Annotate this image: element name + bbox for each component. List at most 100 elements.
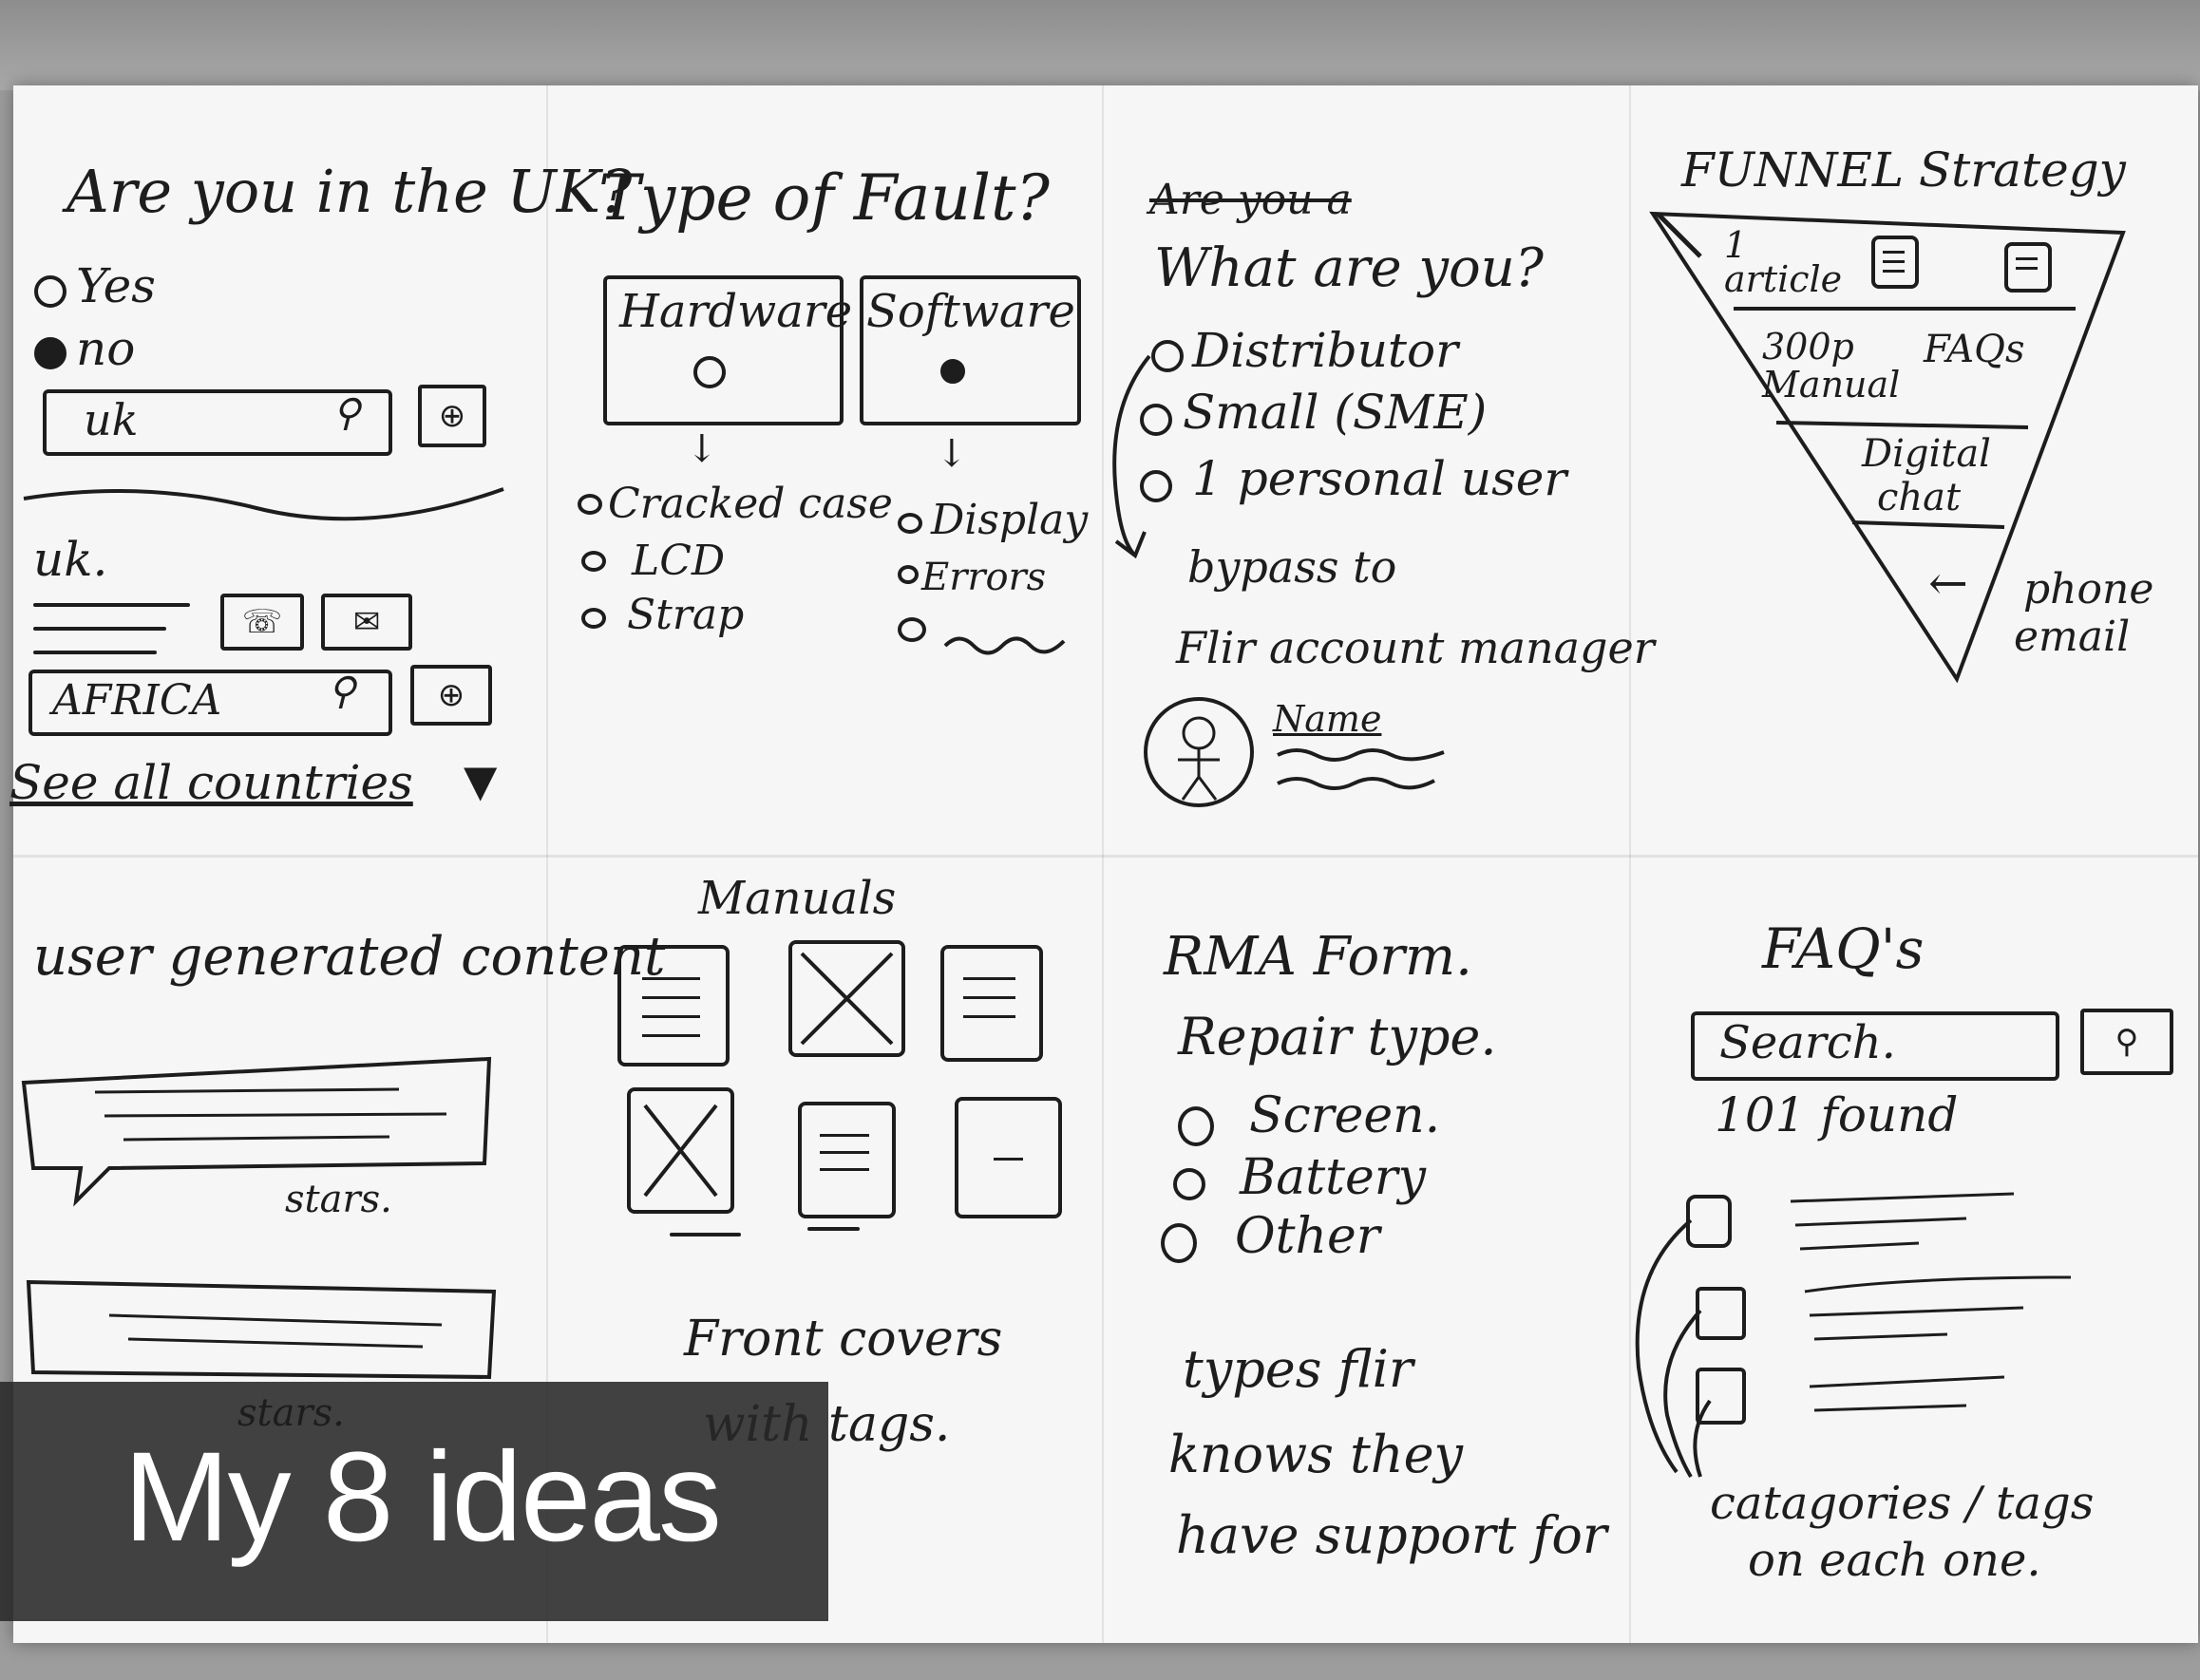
radio-option: [1161, 1223, 1197, 1263]
panel-title: Type of Fault?: [598, 161, 1050, 235]
rma-note: have support for: [1176, 1505, 1607, 1565]
manuals-note: Front covers: [684, 1311, 1003, 1368]
manual-cover: [798, 1102, 896, 1218]
dropdown-triangle-icon: ▼: [464, 755, 498, 806]
paper-fold: [1102, 85, 1104, 1643]
radio-option: [898, 617, 926, 642]
funnel-diagram: [1649, 211, 2126, 684]
funnel-row-text: 300p Manual: [1762, 326, 1901, 406]
search-icon: ⚲: [332, 391, 361, 435]
faq-note: on each one.: [1748, 1534, 2041, 1587]
cover-caption-line: [670, 1233, 741, 1236]
panel-title: Are you in the UK?: [66, 157, 633, 226]
paper-fold: [546, 85, 548, 1643]
option-label: Battery: [1240, 1149, 1427, 1206]
tag-icon: [1696, 1368, 1746, 1425]
results-count: 101 found: [1715, 1087, 1959, 1142]
arrow-left-icon: ←: [1928, 556, 1968, 611]
funnel-side-text: email: [2014, 613, 2131, 661]
funnel-row-text: FAQs: [1924, 328, 2025, 371]
divider-scribble: [23, 487, 504, 521]
manual-cover: [955, 1097, 1062, 1218]
see-all-link: See all countries: [9, 755, 413, 810]
manual-cover: [617, 945, 730, 1067]
document-icon: [2004, 242, 2052, 293]
text-line: [33, 603, 190, 607]
search-box: [28, 670, 392, 736]
funnel-row-text: Digital chat: [1862, 432, 1991, 519]
hardware-card: [603, 275, 844, 425]
text-scribble: [943, 636, 1066, 655]
radio-option: [578, 494, 602, 515]
radio-option: [581, 608, 606, 629]
name-label: Name: [1273, 698, 1382, 740]
radio-option: [1173, 1168, 1205, 1200]
search-icon: ⚲: [2080, 1009, 2173, 1075]
radio-option: [1178, 1106, 1214, 1146]
option-label: LCD: [632, 537, 726, 585]
option-label: Display: [931, 496, 1089, 544]
option-label: 1 personal user: [1192, 451, 1567, 506]
radio-option: [581, 551, 606, 572]
stars-label: stars.: [285, 1178, 392, 1221]
faq-text-lines: [1790, 1192, 2072, 1412]
radio-label: Yes: [76, 258, 156, 313]
document-icon: [1871, 236, 1919, 289]
paper-fold: [13, 855, 2198, 858]
arrow-down-icon: ↓: [936, 432, 968, 476]
radio-option: [898, 565, 919, 584]
text-line: [33, 651, 157, 654]
text-line: [33, 627, 166, 631]
funnel-row-text: 1 article: [1724, 224, 1843, 300]
radio-no: [34, 337, 66, 369]
panel-title: FAQ's: [1762, 916, 1925, 981]
manual-cover: [940, 945, 1043, 1062]
radio-option: [898, 513, 922, 534]
bypass-text: bypass to: [1187, 541, 1397, 593]
email-icon: ✉: [321, 594, 412, 651]
option-label: Distributor: [1192, 323, 1459, 378]
paper-fold: [1629, 85, 1631, 1643]
panel-title: FUNNEL Strategy: [1681, 142, 2126, 198]
search-value: uk: [84, 394, 139, 445]
rma-note: types flir: [1183, 1339, 1413, 1399]
caption-bar: [0, 1382, 828, 1621]
panel-title: What are you?: [1154, 237, 1544, 299]
option-label: Other: [1235, 1208, 1380, 1265]
crosshair-icon: ⊕: [410, 665, 492, 726]
search-box: [43, 389, 392, 456]
rma-note: knows they: [1168, 1425, 1464, 1484]
search-value: Search.: [1719, 1016, 1896, 1069]
card-label: Hardware: [619, 285, 853, 338]
caption-title: My 8 ideas: [123, 1426, 722, 1568]
stars-label: stars.: [237, 1391, 345, 1435]
card-label: Software: [866, 285, 1075, 338]
software-card: [860, 275, 1081, 425]
search-icon: ⚲: [328, 670, 356, 713]
region-label: uk.: [33, 532, 108, 587]
manual-cover-placeholder: [788, 940, 905, 1057]
search-box: [1691, 1011, 2059, 1081]
search-value: AFRICA: [52, 676, 222, 725]
panel-title: user generated content: [33, 926, 666, 988]
radio-hardware: [693, 356, 726, 388]
comment-bubble: [26, 1279, 497, 1380]
panel-title: Manuals: [698, 872, 897, 925]
radio-option: [1140, 404, 1172, 436]
faq-note: catagories / tags: [1710, 1477, 2095, 1530]
bracket-arrows: [1635, 1218, 1712, 1479]
panel-subtitle: Repair type.: [1178, 1007, 1497, 1067]
radio-label: no: [76, 321, 136, 376]
radio-option: [1140, 470, 1172, 502]
text-scribble: [1277, 748, 1445, 790]
radio-software: [940, 359, 965, 384]
option-label: Small (SME): [1183, 385, 1488, 440]
option-label: Strap: [627, 591, 745, 639]
arrow-down-icon: ↓: [686, 427, 718, 471]
option-label: Screen.: [1249, 1087, 1441, 1144]
option-label: Cracked case: [608, 480, 893, 528]
radio-option: [1151, 340, 1184, 372]
radio-yes: [34, 275, 66, 308]
bypass-text: Flir account manager: [1176, 622, 1655, 673]
avatar: [1144, 697, 1254, 807]
